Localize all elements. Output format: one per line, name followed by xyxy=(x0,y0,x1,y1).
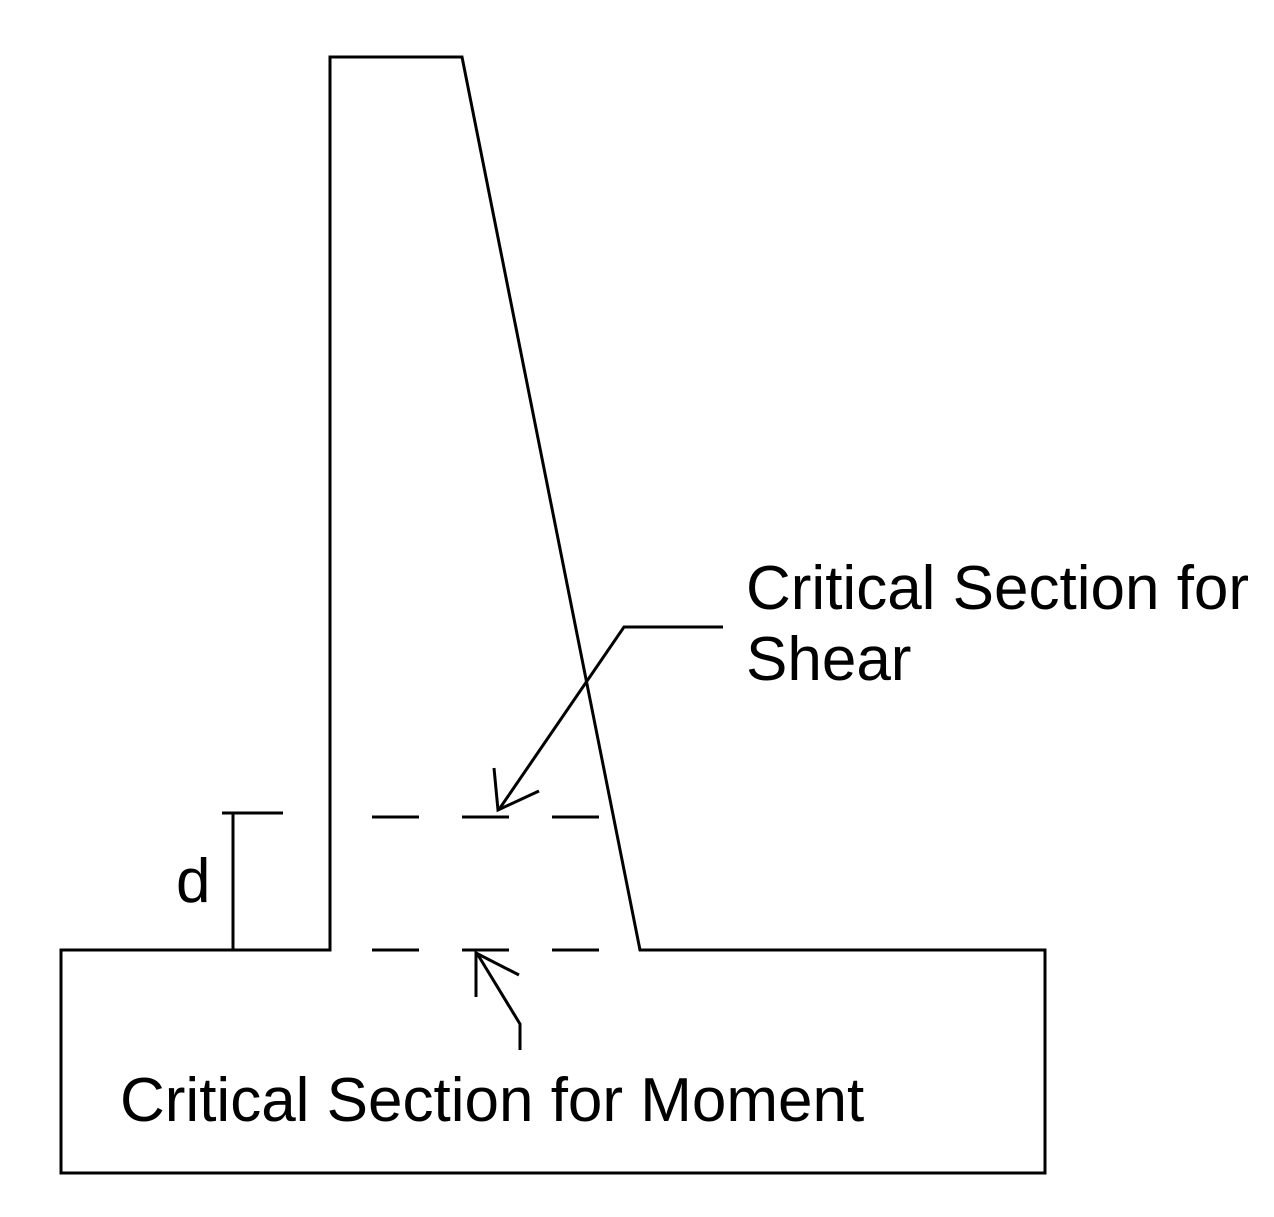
depth-label: d xyxy=(176,847,210,916)
shear-leader-arrow xyxy=(492,625,723,813)
depth-dimension-marker xyxy=(222,811,283,952)
moment-label: Critical Section for Moment xyxy=(120,1066,864,1135)
shear-label-line2: Shear xyxy=(746,625,911,694)
shear-label-line1: Critical Section for xyxy=(746,554,1249,623)
moment-leader-arrow xyxy=(474,950,522,1050)
